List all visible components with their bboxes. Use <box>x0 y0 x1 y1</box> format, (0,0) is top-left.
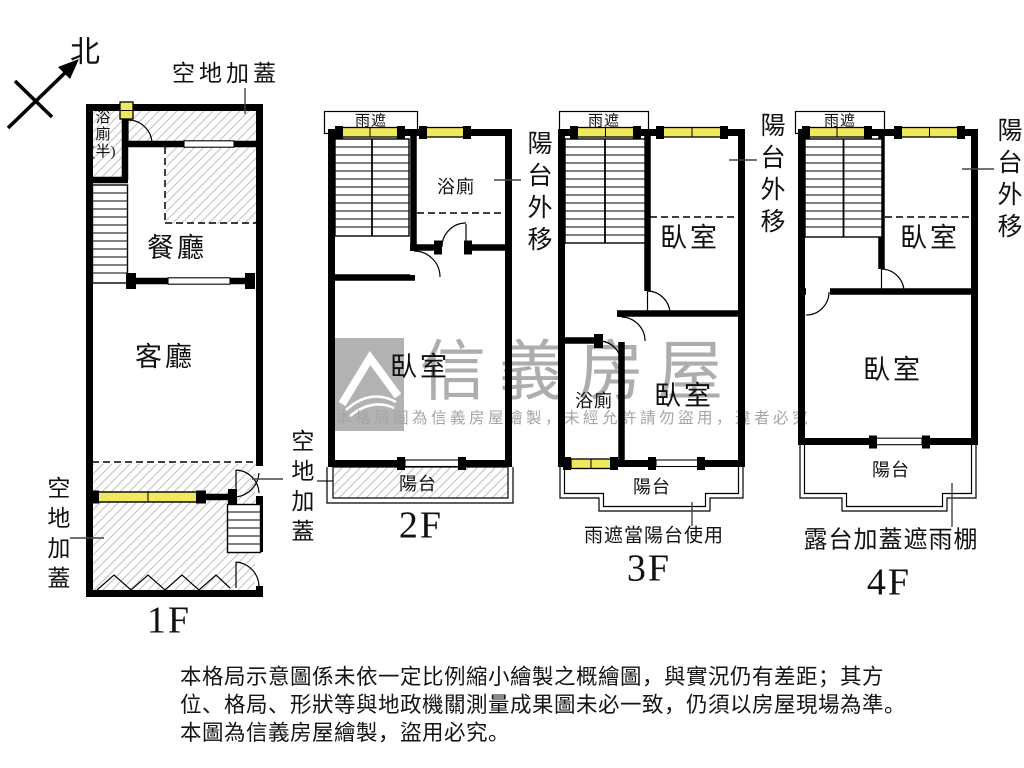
floor3-windows <box>563 126 728 470</box>
floor2-plan <box>323 110 521 504</box>
floor1-plan <box>70 88 344 597</box>
disclaimer-line3: 本圖為信義房屋繪製，盜用必究。 <box>180 721 511 745</box>
floor1-note-top: 空地加蓋 <box>172 61 280 87</box>
floor3-balcony <box>559 467 744 512</box>
floor4-name: 4F <box>866 561 912 604</box>
floor4-bedroom-upper-label: 臥室 <box>900 222 960 253</box>
floor3-balcony-out-label: 陽台外移 <box>757 112 784 240</box>
floor3-stairs <box>564 138 646 244</box>
floor3-canopy-label: 雨遮 <box>587 113 621 130</box>
floor2-canopy-label: 雨遮 <box>354 113 388 130</box>
floor1-dashed-lines <box>92 147 258 463</box>
north-label: 北 <box>70 36 100 70</box>
floor1-note-mid: 空地加蓋 <box>287 429 313 549</box>
floor1-outer-wall <box>86 104 263 597</box>
floor2-windows <box>335 126 471 470</box>
floor1-name: 1F <box>146 599 192 642</box>
floor1-gate-zigzag <box>96 574 231 591</box>
floor1-note-left: 空地加蓋 <box>43 476 69 596</box>
floor4-balcony-out-label: 陽台外移 <box>994 117 1021 245</box>
floor2-balcony-out-label: 陽台外移 <box>524 130 551 258</box>
floor3-bedroom-upper-label: 臥室 <box>660 222 720 253</box>
floor2-bath-label: 浴廁 <box>437 176 475 197</box>
floor1-doors <box>127 119 260 588</box>
floor1-dining-label: 餐廳 <box>147 232 207 263</box>
disclaimer-line2: 位、格局、形狀等與地政機關測量成果圖未必一致，仍須以房屋現場為準。 <box>180 693 907 717</box>
floor2-balcony <box>332 466 509 499</box>
floor2-name: 2F <box>398 504 444 547</box>
floor4-bedroom-lower-label: 臥室 <box>863 354 923 385</box>
floor2-balcony-label: 陽台 <box>399 473 437 494</box>
floor1-windows <box>89 101 235 504</box>
floor4-balcony-label: 陽台 <box>872 459 910 480</box>
north-compass-icon <box>6 59 79 130</box>
disclaimer-text: 本格局示意圖係未依一定比例縮小繪製之概繪圖，與實況仍有差距；其方 位、格局、形狀… <box>180 663 906 747</box>
floor4-balcony <box>799 445 977 512</box>
floor3-name: 3F <box>626 547 672 590</box>
floor4-windows <box>802 126 965 449</box>
floor4-canopy-label: 雨遮 <box>823 113 857 130</box>
disclaimer-line1: 本格局示意圖係未依一定比例縮小繪製之概繪圖，與實況仍有差距；其方 <box>180 665 885 689</box>
floor3-doors <box>598 290 671 364</box>
floor3-bath-label: 浴廁 <box>575 390 613 411</box>
floor1-stairs <box>91 184 262 554</box>
floor4-plan <box>794 110 994 527</box>
floor2-doors <box>413 222 467 278</box>
floor1-living-label: 客廳 <box>135 341 195 372</box>
floor3-bedroom-lower-label: 臥室 <box>654 380 714 411</box>
floor1-leader-lines <box>70 88 344 539</box>
floor3-balcony-label: 陽台 <box>633 476 671 497</box>
floor4-leader-lines <box>951 168 994 527</box>
floor3-leader-lines <box>691 159 757 526</box>
floor1-bath-label: 浴 廁 (半) <box>90 110 116 160</box>
floor4-stairs <box>804 138 883 238</box>
floor2-stairs <box>334 138 410 237</box>
floor4-doors <box>805 268 905 316</box>
floor2-bedroom-label: 臥室 <box>390 351 450 382</box>
floor4-terrace-note: 露台加蓋遮雨棚 <box>803 527 979 554</box>
floor3-plan <box>558 110 757 526</box>
floor3-canopy-note: 雨遮當陽台使用 <box>583 525 725 547</box>
